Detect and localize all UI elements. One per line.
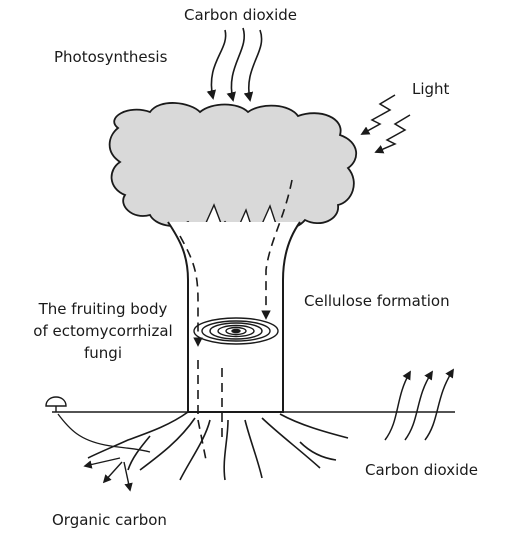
fruiting-body-line-2: of ectomycorrhizal [3,320,203,342]
photosynthesis-label: Photosynthesis [54,48,167,66]
fruiting-body-line-1: The fruiting body [3,298,203,320]
cellulose-formation-label: Cellulose formation [304,292,450,310]
light-label: Light [412,80,449,98]
carbon-dioxide-in-arrows [211,28,261,100]
organic-carbon-arrows [85,458,130,490]
hyphae-line [58,414,150,452]
fruiting-body-line-3: fungi [3,342,203,364]
fruiting-body-label: The fruiting body of ectomycorrhizal fun… [3,298,203,364]
carbon-dioxide-bottom-label: Carbon dioxide [365,461,478,479]
tree-canopy [110,103,357,229]
light-icon [362,95,410,152]
organic-carbon-label: Organic carbon [52,511,167,529]
fungus-fruiting-body-icon [46,397,66,412]
tree-roots [88,412,348,480]
carbon-dioxide-out-arrows [385,370,453,440]
carbon-dioxide-top-label: Carbon dioxide [184,6,297,24]
